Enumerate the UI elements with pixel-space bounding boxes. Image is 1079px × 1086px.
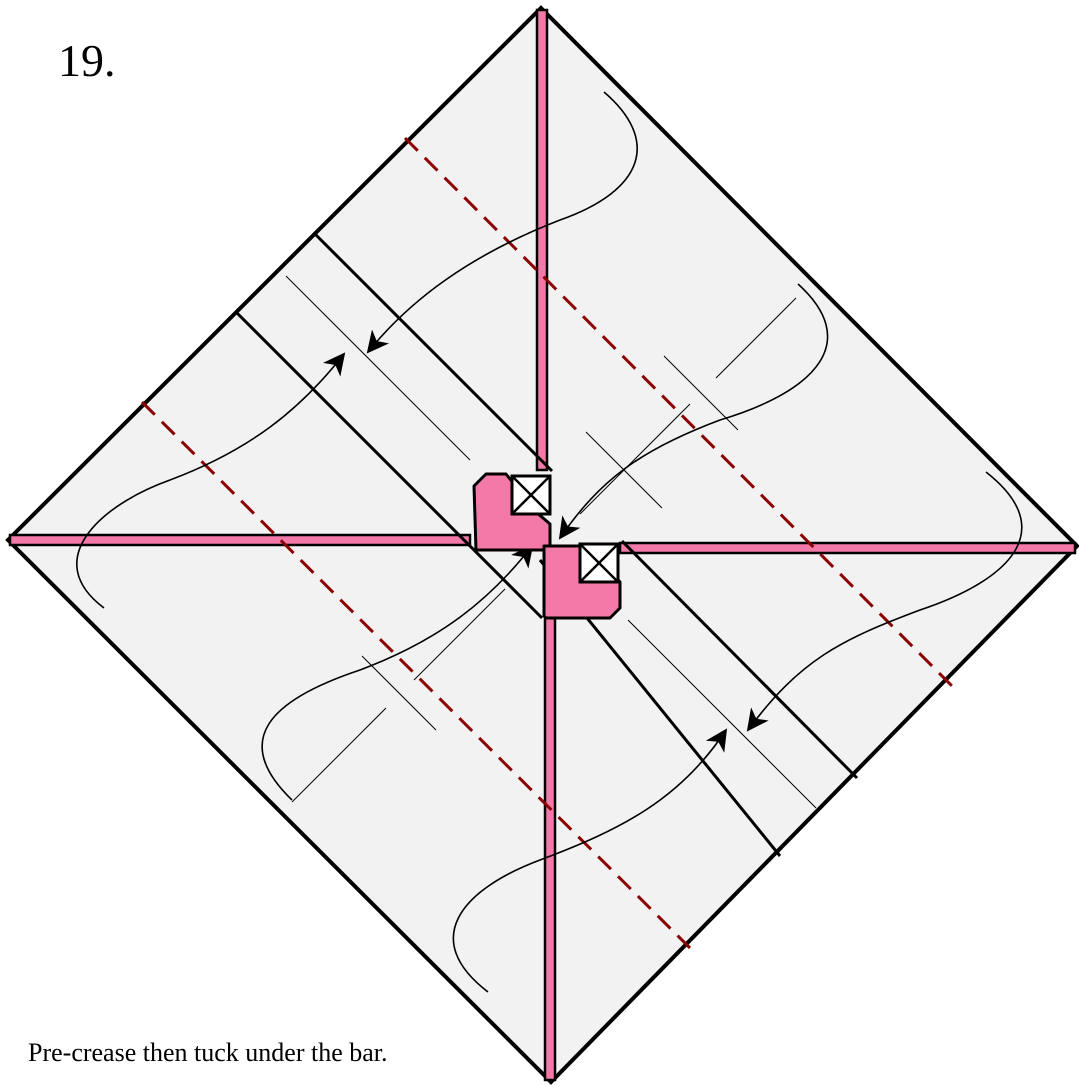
- instruction-caption: Pre-crease then tuck under the bar.: [28, 1038, 388, 1068]
- bar-right: [620, 543, 1075, 553]
- step-number: 19.: [58, 34, 116, 87]
- bar-top: [537, 10, 547, 470]
- bar-bottom: [545, 618, 555, 1080]
- center-tab-upper: [474, 474, 550, 550]
- bar-left: [10, 535, 470, 545]
- center-tab-lower: [544, 544, 620, 618]
